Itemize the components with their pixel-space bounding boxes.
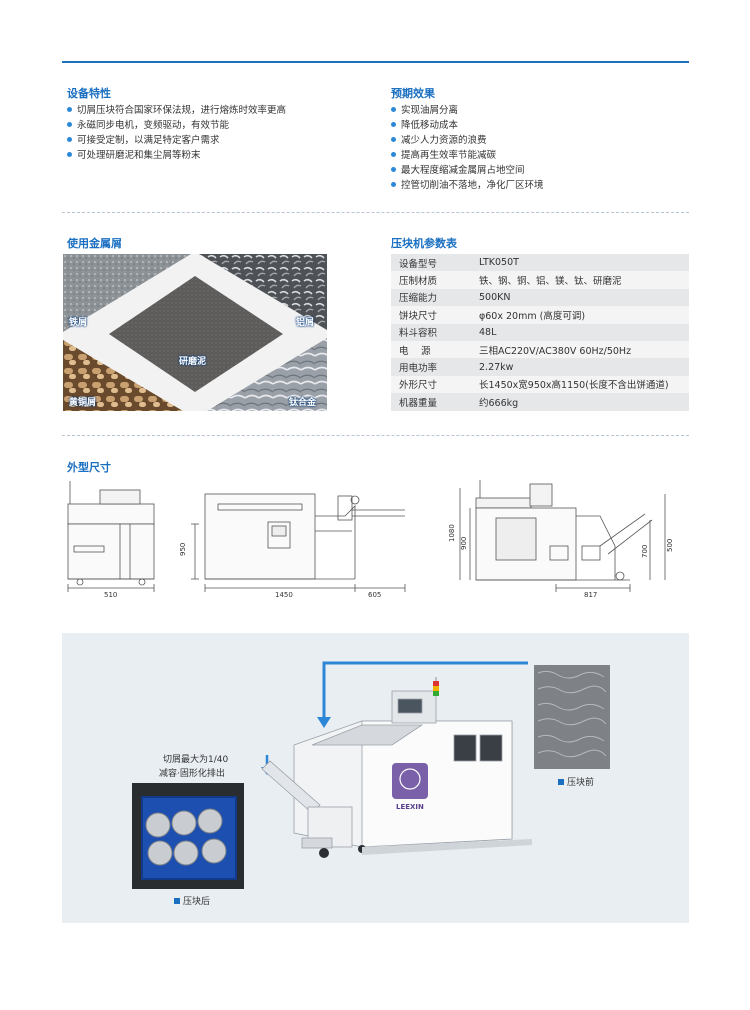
metals-title: 使用金属屑: [67, 237, 122, 250]
dim-right-h1: 1080: [448, 524, 456, 542]
top-rule: [62, 61, 689, 63]
list-item: 可接受定制，以满足特定客户需求: [67, 133, 286, 148]
features-list: 切屑压块符合国家环保法规，进行熔炼时效率更高 永磁同步电机，变频驱动，有效节能 …: [67, 103, 286, 163]
dim-right-h4: 500: [666, 539, 674, 552]
label-copper: 黄铜屑: [69, 398, 97, 408]
table-row: 机器重量约666kg: [391, 393, 689, 411]
effects-list: 实现油屑分离 降低移动成本 减少人力资源的浪费 提高再生效率节能减碳 最大程度缩…: [391, 103, 544, 193]
machine-illustration: LEEXIN: [132, 661, 610, 889]
brand-logo-icon: [392, 763, 428, 799]
list-item: 控管切削油不落地，净化厂区环境: [391, 178, 544, 193]
ratio-line-2: 减容·固形化排出: [159, 769, 225, 779]
dim-right-width: 817: [584, 591, 597, 599]
dim-side-width: 510: [104, 591, 117, 599]
dimension-drawings: 510 1450 605 950 1080 900 700 500 817: [67, 480, 674, 599]
list-item: 降低移动成本: [391, 118, 544, 133]
label-aluminum: 铝屑: [296, 318, 315, 328]
front-view-drawing: [191, 493, 406, 592]
dim-front-chute: 605: [368, 591, 381, 599]
divider: [62, 212, 689, 213]
dim-right-h2: 900: [460, 537, 468, 550]
square-bullet-icon: [174, 898, 180, 904]
dim-front-length: 1450: [275, 591, 293, 599]
dim-front-height: 950: [179, 543, 187, 556]
label-grinding: 研磨泥: [179, 357, 207, 367]
list-item: 最大程度缩减金属屑占地空间: [391, 163, 544, 178]
effects-title: 预期效果: [391, 87, 435, 100]
dimensions-title: 外型尺寸: [67, 461, 111, 474]
dim-right-h3: 700: [641, 545, 649, 558]
caption-before: 压块前: [558, 775, 594, 788]
params-title: 压块机参数表: [391, 237, 457, 250]
list-item: 永磁同步电机，变频驱动，有效节能: [67, 118, 286, 133]
metal-collage: 铁屑 铝屑 研磨泥 黄铜屑 钛合金: [63, 254, 327, 411]
label-iron: 铁屑: [69, 318, 88, 328]
list-item: 减少人力资源的浪费: [391, 133, 544, 148]
side-view-drawing: [67, 481, 155, 592]
metal-collage-image: [63, 254, 327, 411]
list-item: 实现油屑分离: [391, 103, 544, 118]
table-row: 外形尺寸长1450x宽950x高1150(长度不含出饼通道): [391, 375, 689, 394]
square-bullet-icon: [558, 779, 564, 785]
list-item: 切屑压块符合国家环保法规，进行熔炼时效率更高: [67, 103, 286, 118]
ratio-line-1: 切屑最大为1/40: [163, 755, 229, 765]
table-row: 电 源三相AC220V/AC380V 60Hz/50Hz: [391, 340, 689, 359]
list-item: 提高再生效率节能减碳: [391, 148, 544, 163]
features-title: 设备特性: [67, 87, 111, 100]
label-titanium: 钛合金: [289, 398, 317, 408]
table-row: 压制材质铁、钢、铜、铝、镁、钛、研磨泥: [391, 271, 689, 289]
list-item: 可处理研磨泥和集尘屑等粉末: [67, 148, 286, 163]
brand-logo-text: LEEXIN: [396, 803, 424, 811]
divider: [62, 435, 689, 436]
caption-after: 压块后: [174, 894, 210, 907]
right-view-drawing: [459, 480, 666, 592]
